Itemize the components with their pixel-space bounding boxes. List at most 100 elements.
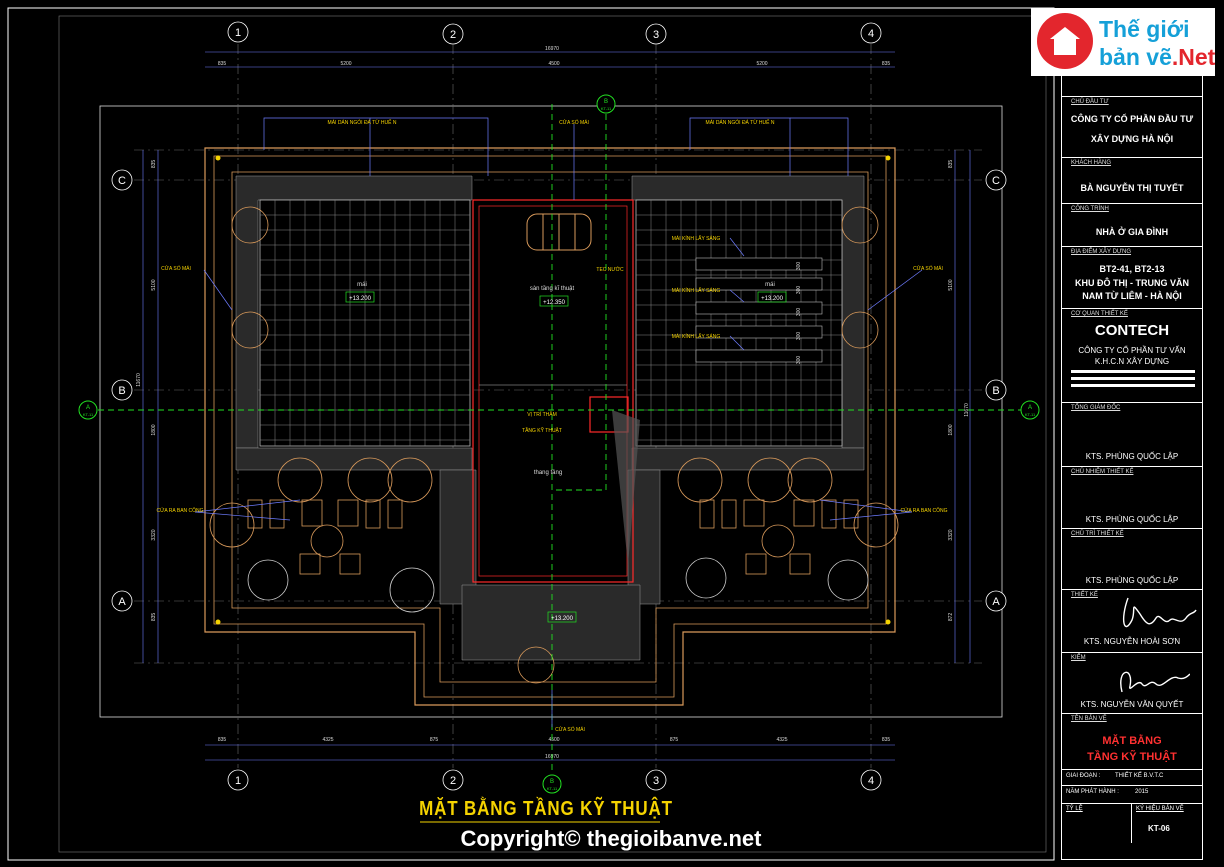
balcony-decor — [209, 206, 899, 684]
label-stair-note-1: VỊ TRÍ THĂM — [527, 411, 557, 418]
axis-left-c: C — [118, 175, 126, 187]
section-lines — [88, 104, 1030, 770]
contech-logo: CONTECH — [1094, 322, 1170, 339]
dim-overall-top: 16970 — [545, 46, 559, 52]
house-icon — [1037, 13, 1093, 69]
dim-bottom-7: 835 — [882, 737, 891, 743]
water-tank — [526, 213, 592, 251]
sheet-inner-border — [58, 15, 1047, 853]
left-roof-grid — [259, 199, 471, 447]
dim-top-3: 4500 — [548, 61, 559, 67]
dim-right-overall: 11670 — [964, 403, 970, 417]
code-label: KÝ HIỆU BẢN VẼ — [1136, 806, 1184, 812]
owner-label: CHỦ ĐẦU TƯ — [1071, 99, 1109, 105]
skylight-dim-3: 300 — [796, 308, 802, 317]
elev-right: +13.200 — [761, 296, 784, 302]
section-mark-right: A — [1028, 405, 1032, 411]
label-skylight-3: MÁI KÍNH LẤY SÁNG — [672, 333, 721, 340]
divider — [1061, 246, 1203, 247]
sheet-code: KT-06 — [1148, 824, 1170, 833]
label-roof-left: MÁI DÁN NGÓI ĐÁ TỪ HUẾ N — [328, 119, 397, 126]
section-mark-left-sub: KT-11 — [83, 412, 94, 417]
divider — [1061, 785, 1203, 786]
divider — [1061, 308, 1203, 309]
owner-line-2: XÂY DỰNG HÀ NỘI — [1090, 134, 1174, 144]
tree-symbols — [247, 557, 869, 613]
column-markers — [215, 155, 891, 625]
dim-right-4: 3320 — [948, 529, 954, 540]
lead-label: CHỦ TRÌ THIẾT KẾ — [1071, 531, 1124, 537]
brand-line-1: Thế giới — [1099, 16, 1190, 42]
dim-left-overall: 11670 — [136, 373, 142, 387]
checker-label: KIỂM — [1071, 655, 1086, 661]
sheet-title-2: TẦNG KỸ THUẬT — [1087, 751, 1177, 763]
axis-top-3: 3 — [653, 29, 659, 41]
plan-frame — [99, 105, 1003, 718]
section-mark-bottom-sub: KT-11 — [547, 786, 558, 791]
dim-left-2: 5100 — [151, 279, 157, 290]
dim-bottom-3: 875 — [430, 737, 439, 743]
dim-right-1: 835 — [948, 160, 954, 169]
section-mark-left: A — [86, 405, 90, 411]
label-stair-note-2: TẦNG KỸ THUẬT — [522, 427, 562, 434]
copyright-watermark: Copyright© thegioibanve.net — [460, 826, 762, 851]
skylight-dim-1: 300 — [796, 262, 802, 271]
sheet-border — [7, 7, 1055, 861]
designer-name: KTS. NGUYỄN HOÀI SƠN — [1083, 637, 1181, 646]
divider — [1131, 803, 1132, 843]
dim-bottom-6: 4325 — [776, 737, 787, 743]
designer-signature — [1122, 597, 1197, 628]
axis-top-4: 4 — [868, 28, 874, 40]
divider — [1061, 803, 1203, 804]
owner-line-1: CÔNG TY CỔ PHẦN ĐẦU TƯ — [1070, 114, 1194, 124]
axis-top-2: 2 — [450, 29, 456, 41]
scale-label: TỶ LỆ — [1066, 806, 1083, 812]
label-roof-left-room: mái — [357, 282, 367, 288]
logo-stripe — [1071, 370, 1195, 373]
sheet-title-1: MẶT BẰNG — [1102, 735, 1162, 747]
design-org-line-1: CÔNG TY CỔ PHẦN TƯ VẤN — [1078, 346, 1186, 355]
elevation-tags — [345, 291, 787, 623]
label-water-tank: TEC NƯỚC — [596, 266, 624, 273]
dim-right-3: 1800 — [948, 424, 954, 435]
divider — [1061, 769, 1203, 770]
label-hatch-right: CỬA SỔ MÁI — [913, 265, 943, 272]
divider — [1061, 466, 1203, 467]
dim-bottom-4: 4500 — [548, 737, 559, 743]
axis-top-1: 1 — [235, 27, 241, 39]
checker-signature — [1120, 671, 1190, 693]
brand-line-2a: bản vẽ — [1099, 44, 1172, 70]
section-mark-bottom: B — [550, 779, 554, 785]
axis-bottom-2: 2 — [450, 775, 456, 787]
site-line-3: NAM TỪ LIÊM - HÀ NỘI — [1082, 291, 1182, 301]
checker-name: KTS. NGUYỄN VĂN QUYẾT — [1080, 700, 1184, 709]
elev-bottom: +13.200 — [551, 616, 574, 622]
dim-right-5: 872 — [948, 613, 954, 622]
dim-bottom-2: 4325 — [322, 737, 333, 743]
label-hatch-left: CỬA SỔ MÁI — [161, 265, 191, 272]
leader-lines — [194, 117, 923, 727]
phase-value: THIẾT KẾ B.V.T.C — [1115, 773, 1164, 779]
brand-line-2: bản vẽ.Net — [1099, 44, 1215, 71]
axis-bubbles — [111, 21, 1007, 791]
year-value: 2015 — [1135, 789, 1149, 795]
dim-bottom-5: 875 — [670, 737, 679, 743]
section-mark-top: B — [604, 99, 608, 105]
label-hatch-top: CỬA SỔ MÁI — [559, 119, 589, 126]
client-label: KHÁCH HÀNG — [1071, 160, 1112, 166]
dim-right-2: 5100 — [948, 279, 954, 290]
dim-bottom-1: 835 — [218, 737, 227, 743]
brand-line-2b: .Net — [1171, 44, 1216, 70]
project-label: CÔNG TRÌNH — [1071, 206, 1109, 212]
skylight-dim-2: 300 — [796, 286, 802, 295]
elev-left: +13.200 — [349, 296, 372, 302]
divider — [1061, 157, 1203, 158]
dim-left-1: 835 — [151, 160, 157, 169]
axis-bottom-1: 1 — [235, 775, 241, 787]
label-door-left: CỬA RA BAN CÔNG — [156, 507, 203, 514]
phase-label: GIAI ĐOẠN : — [1066, 773, 1101, 779]
logo-stripe — [1071, 377, 1195, 380]
label-skylight-1: MÁI KÍNH LẤY SÁNG — [672, 235, 721, 242]
chief-label: CHỦ NHIỆM THIẾT KẾ — [1071, 469, 1134, 475]
